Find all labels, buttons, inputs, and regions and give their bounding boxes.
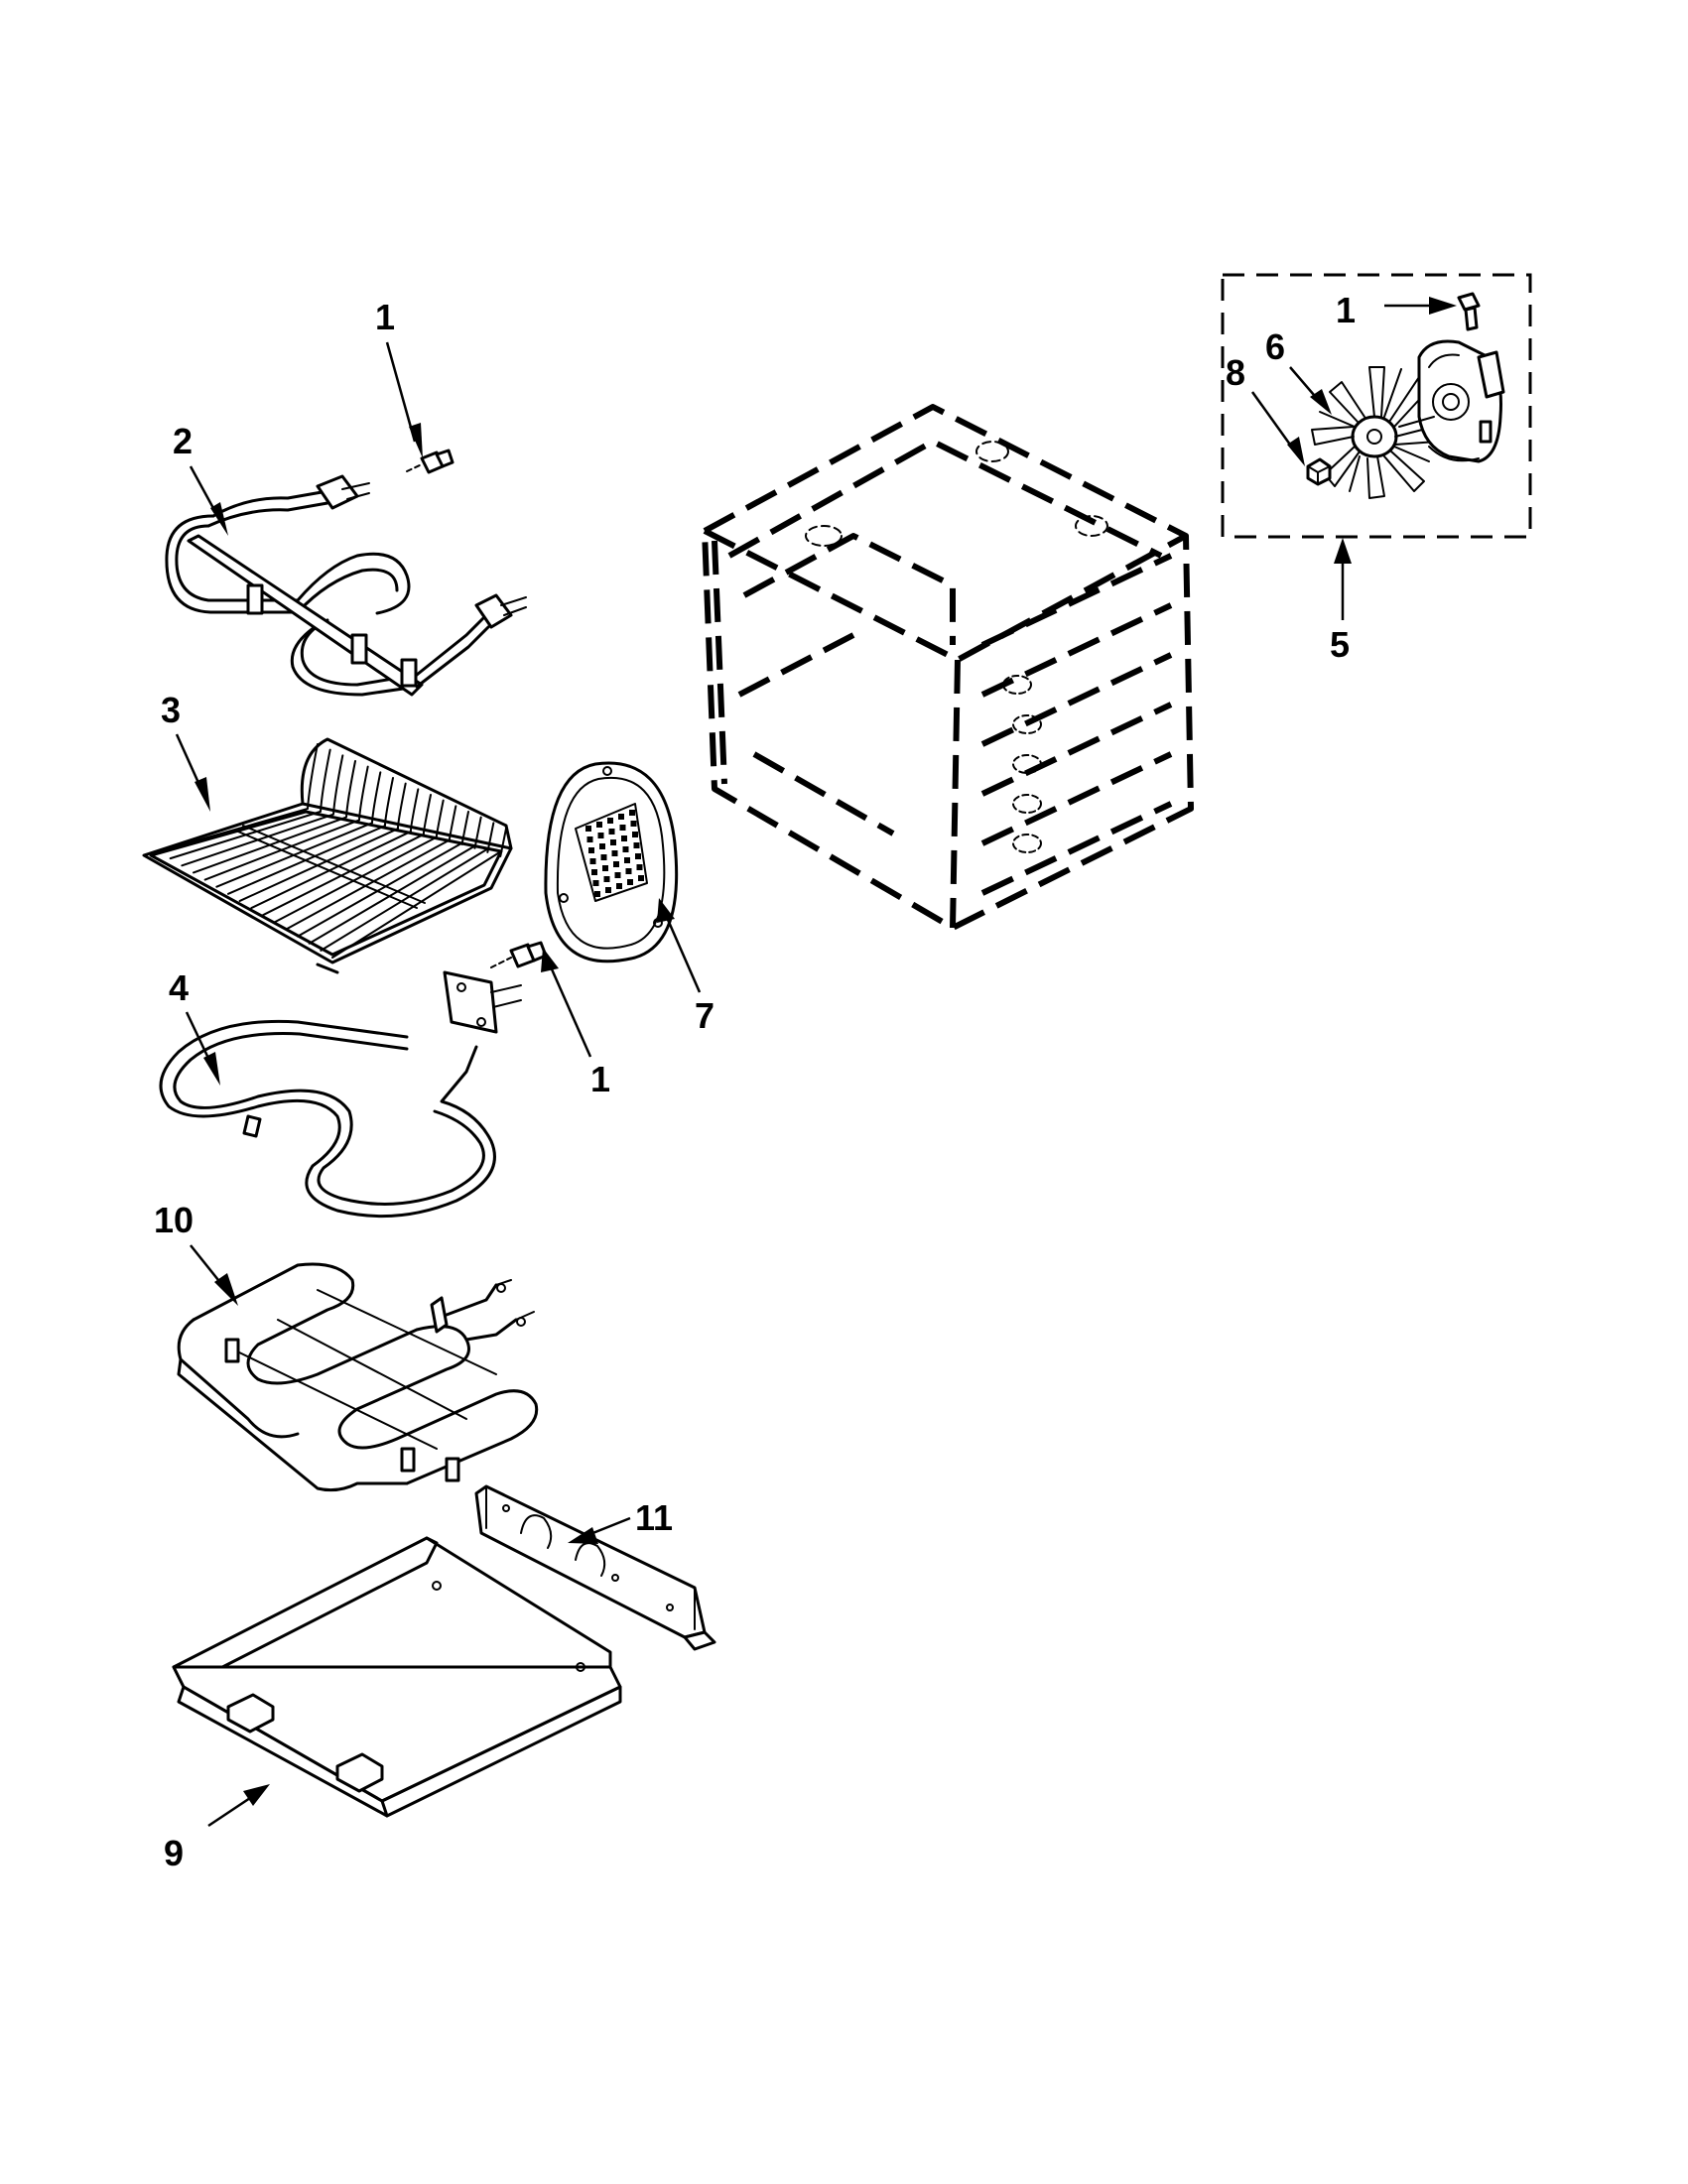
- grille-hole: [610, 839, 616, 845]
- rack-wire: [273, 799, 445, 924]
- part-2-upper-element: [165, 474, 527, 697]
- callout-1-box: 1: [1336, 290, 1356, 330]
- rack-wire: [308, 816, 482, 945]
- grille-hole: [608, 829, 615, 835]
- callout-8: 8: [1226, 352, 1245, 393]
- part-1-screw-mid: [490, 941, 548, 968]
- rack-wire: [169, 748, 331, 860]
- grille-hole: [607, 818, 613, 824]
- rack-wire: [320, 822, 495, 952]
- grille-hole: [632, 832, 638, 837]
- grille-hole: [586, 836, 593, 842]
- part-3-oven-rack: [142, 737, 513, 974]
- motor: [1398, 339, 1505, 463]
- callout-10: 10: [154, 1200, 194, 1240]
- rack-wire: [262, 794, 432, 917]
- grille-hole: [614, 872, 621, 878]
- grille-hole: [635, 853, 641, 859]
- rack-wire: [158, 743, 319, 852]
- callout-9: 9: [164, 1833, 184, 1873]
- grille-hole: [605, 887, 611, 893]
- grille-hole: [592, 880, 599, 886]
- grille-hole: [636, 864, 643, 870]
- grille-hole: [611, 850, 618, 856]
- grille-hole: [588, 847, 594, 853]
- grille-hole: [619, 825, 626, 831]
- leader-lines: [175, 297, 1457, 1828]
- callout-labels: 1 2 3 4 1 7 10 11 9 1 6 8 5: [154, 290, 1356, 1873]
- grille-hole: [599, 843, 605, 849]
- callout-1-top: 1: [375, 297, 395, 337]
- grille-hole: [624, 857, 630, 863]
- grille-hole: [633, 842, 640, 848]
- grille-hole: [597, 833, 604, 838]
- rack-wire: [203, 765, 369, 881]
- rack-wire: [181, 754, 344, 867]
- rack-wire: [297, 811, 469, 938]
- grille-hole: [596, 822, 602, 828]
- oven-cavity-outline: [702, 404, 1194, 931]
- grille-hole: [613, 861, 619, 867]
- grille-hole: [625, 868, 632, 874]
- part-1-screw-top: [406, 449, 454, 474]
- callout-5: 5: [1330, 624, 1350, 665]
- grille-hole: [630, 821, 637, 827]
- part-9-bottom-panel: [172, 1536, 622, 1818]
- grille-hole: [627, 879, 633, 885]
- callout-3: 3: [161, 690, 181, 730]
- grille-hole: [638, 875, 644, 881]
- grille-hole: [585, 826, 591, 832]
- rack-wire: [285, 805, 457, 931]
- part-7-fan-cover: [544, 761, 679, 964]
- callout-11: 11: [635, 1497, 673, 1538]
- grille-hole: [602, 865, 608, 871]
- part-1-screw-box: [1457, 292, 1481, 331]
- rack-wire: [238, 782, 407, 902]
- callout-6: 6: [1265, 326, 1285, 367]
- rack-wire: [331, 828, 507, 959]
- grille-hole: [616, 883, 622, 889]
- grille-hole: [621, 835, 627, 841]
- part-5-fan-motor-assembly: [1221, 273, 1532, 539]
- callout-7: 7: [695, 995, 714, 1036]
- rack-wire: [227, 777, 394, 895]
- part-10-broil-element: [177, 1262, 539, 1492]
- grille-hole: [600, 854, 607, 860]
- callout-4: 4: [169, 967, 189, 1008]
- part-11-bracket: [474, 1484, 716, 1651]
- grille-hole: [618, 814, 624, 820]
- grille-hole: [622, 846, 629, 852]
- grille-hole: [591, 869, 597, 875]
- rack-wire: [215, 771, 382, 888]
- grille-hole: [594, 891, 600, 897]
- grille-hole: [603, 876, 610, 882]
- callout-1-mid: 1: [590, 1059, 610, 1099]
- grille-hole: [629, 810, 635, 816]
- part-4-bake-element: [159, 970, 522, 1219]
- rack-wire: [250, 788, 420, 910]
- part-8-nut: [1306, 457, 1332, 486]
- part-6-fan-blade: [1311, 366, 1438, 499]
- grille-hole: [589, 858, 596, 864]
- callout-2: 2: [173, 421, 193, 461]
- rack-wire: [193, 760, 356, 874]
